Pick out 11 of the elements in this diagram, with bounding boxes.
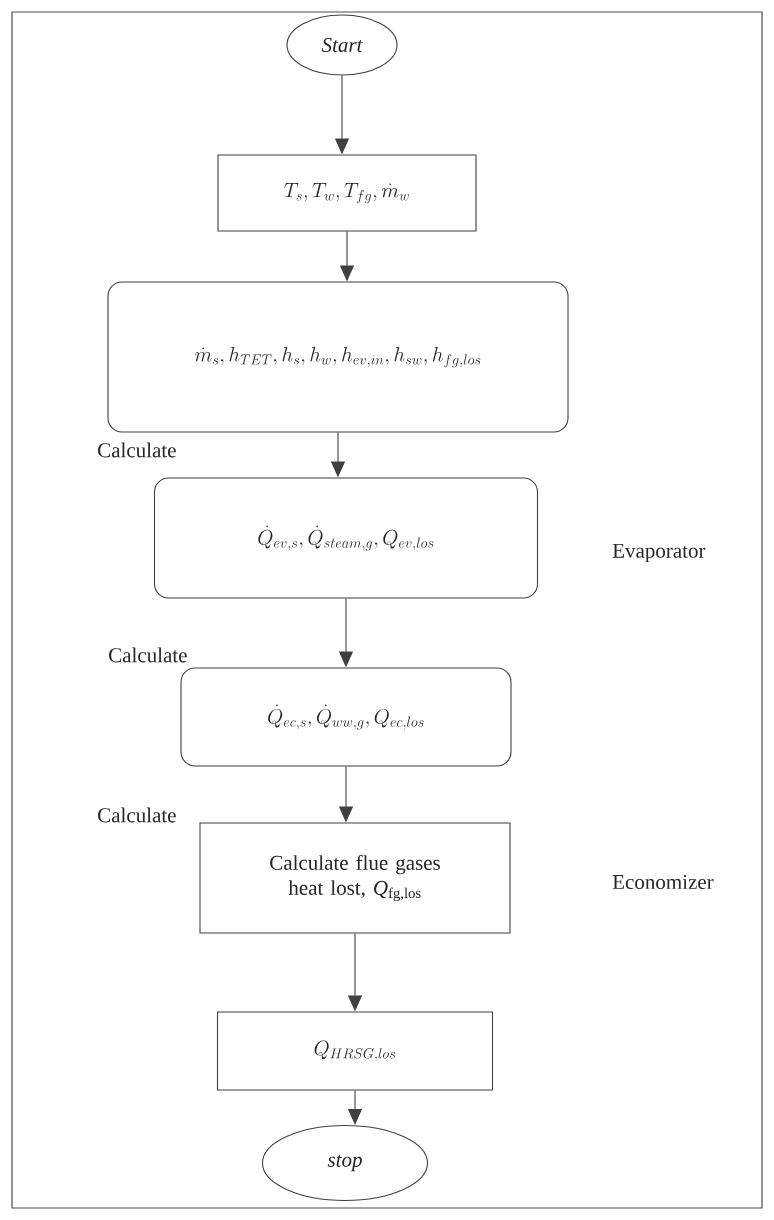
process-box: $\dot{Q}_{ev,s}, \dot{Q}_{steam,g}, Q_{ev,los}$ (153, 477, 539, 599)
step-label: Calculate (109, 647, 187, 663)
process-box: $Q_{HRSG,los}$ (216, 1011, 494, 1091)
process-box: Calculate flue gases heat lost, Q$_{fg,los}$ (199, 822, 511, 934)
process-box: $\dot{Q}_{ec,s}, \dot{Q}_{ww,g}, Q_{ec,los}$ (180, 667, 512, 767)
process-box: $T_s, T_w, T_{fg}, \dot{m}_w$ (217, 154, 477, 232)
section-label: Evaporator (612, 543, 706, 563)
step-label: Calculate (98, 442, 176, 458)
section-label: Economizer (612, 874, 714, 890)
process-box: $\dot{m}_s, h_{TET}, h_s, h_w, h_{ev,in}, h_{sw}, h_{fg,los}$ (107, 281, 569, 433)
step-label: Calculate (98, 807, 176, 823)
